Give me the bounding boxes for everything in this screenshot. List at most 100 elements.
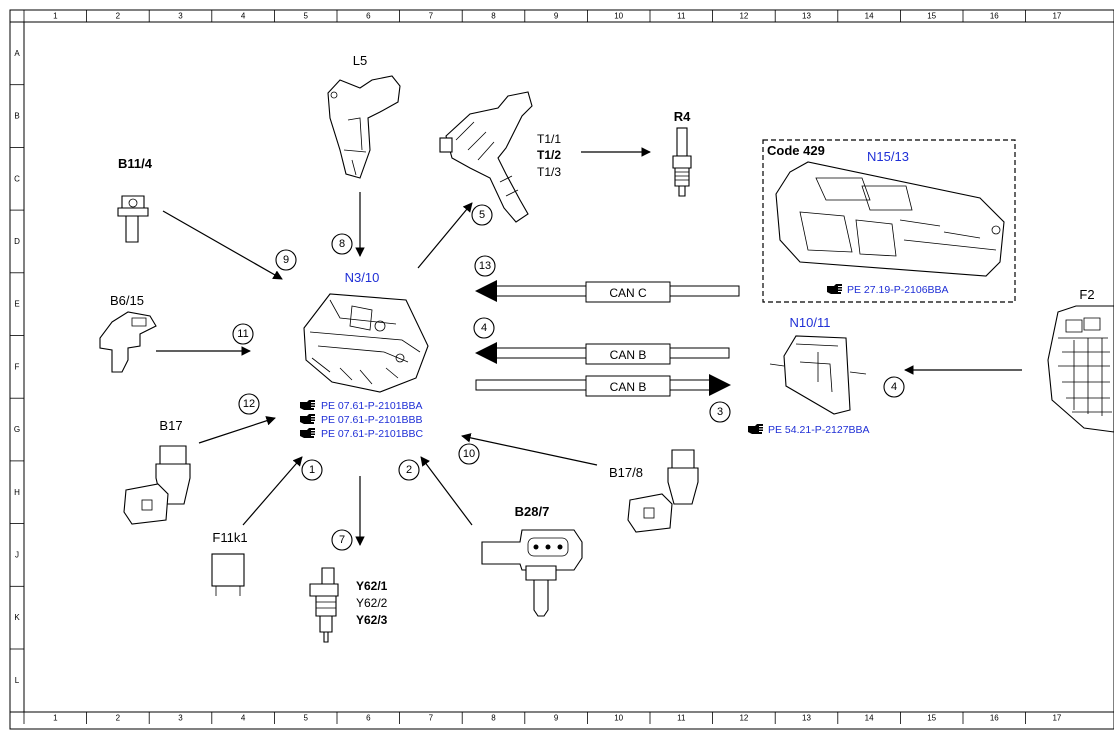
n3-ref-3-text[interactable]: PE 07.61-P-2101BBC: [321, 428, 424, 440]
n10-ref-text[interactable]: PE 54.21-P-2127BBA: [768, 424, 870, 436]
n3-reference-2[interactable]: PE 07.61-P-2101BBB: [300, 414, 423, 426]
charge-air-sensor-drawing: [627, 449, 699, 533]
ruler-column-label: 1: [53, 12, 58, 21]
svg-text:11: 11: [237, 328, 248, 340]
arrow-b114-to-n3: [162, 210, 283, 280]
ruler-row-label: C: [14, 174, 20, 183]
ruler-column-label: 16: [990, 714, 999, 723]
code-429-label: Code 429: [767, 143, 825, 158]
l5-label: L5: [353, 53, 367, 68]
n3-reference-1[interactable]: PE 07.61-P-2101BBA: [300, 400, 423, 412]
control-unit-drawing: [303, 293, 429, 393]
ruler-column-label: 14: [865, 714, 874, 723]
n10-reference[interactable]: PE 54.21-P-2127BBA: [748, 424, 870, 436]
svg-text:8: 8: [339, 238, 345, 250]
can-b-out-label: CAN B: [610, 380, 647, 394]
arrow-b178-to-n3: [461, 433, 598, 466]
ruler-row-label: K: [14, 613, 20, 622]
ruler-column-label: 14: [865, 12, 874, 21]
pointing-hand-icon: [300, 414, 315, 424]
callouts: 1 2 3 4 4 5 7 8 9 10 11 12 13: [232, 204, 905, 551]
y62-2-label: Y62/2: [356, 596, 388, 610]
callout-4-f2: 4: [883, 376, 905, 398]
n15-ref-text[interactable]: PE 27.19-P-2106BBA: [847, 284, 949, 296]
b28-7-label: B28/7: [515, 504, 550, 519]
transmission-unit-drawing: [775, 161, 1005, 277]
callout-11: 11: [232, 323, 254, 345]
ruler-column-label: 8: [491, 714, 496, 723]
callout-13: 13: [474, 255, 496, 277]
ruler-column-label: 6: [366, 12, 371, 21]
ruler-column-label: 1: [53, 714, 58, 723]
n3-ref-1-text[interactable]: PE 07.61-P-2101BBA: [321, 400, 423, 412]
n3-ref-2-text[interactable]: PE 07.61-P-2101BBB: [321, 414, 423, 426]
svg-text:10: 10: [463, 448, 475, 460]
ruler-column-label: 7: [429, 714, 434, 723]
n3-reference-3[interactable]: PE 07.61-P-2101BBC: [300, 428, 424, 440]
t1-2-label: T1/2: [537, 148, 561, 162]
b17-label: B17: [159, 418, 182, 433]
ruler-column-label: 15: [927, 714, 936, 723]
n15-reference[interactable]: PE 27.19-P-2106BBA: [827, 284, 949, 296]
relay-drawing: [211, 553, 245, 596]
ruler-column-label: 12: [739, 714, 748, 723]
ruler-column-label: 12: [739, 12, 748, 21]
pressure-sensor-drawing: [481, 529, 583, 617]
can-c-label: CAN C: [609, 286, 647, 300]
frame: [9, 9, 1114, 730]
code-429-box: [762, 139, 1016, 303]
ruler-column-label: 9: [554, 714, 559, 723]
arrow-b17-to-n3: [198, 416, 276, 444]
f11k1-label: F11k1: [212, 530, 247, 545]
ruler-column-label: 2: [116, 714, 121, 723]
ruler-row-label: H: [14, 488, 20, 497]
ruler-row-label: F: [15, 362, 20, 371]
pointing-hand-icon: [748, 424, 763, 434]
svg-text:4: 4: [481, 322, 487, 334]
ruler-row-label: E: [14, 300, 19, 309]
ruler-column-label: 15: [927, 12, 936, 21]
callout-1: 1: [301, 459, 323, 481]
connections: [156, 147, 1022, 546]
ignition-coil-drawing: [439, 91, 533, 223]
ruler-column-label: 8: [491, 12, 496, 21]
injector-drawing: [309, 567, 339, 643]
ruler-column-label: 5: [303, 714, 308, 723]
ruler-column-label: 3: [178, 12, 183, 21]
n15-13-label: N15/13: [867, 149, 909, 164]
ruler-column-label: 6: [366, 714, 371, 723]
arrow-f11k1-to-n3: [242, 456, 303, 526]
t1-1-label: T1/1: [537, 132, 561, 146]
pointing-hand-icon: [300, 400, 315, 410]
ruler-column-label: 3: [178, 714, 183, 723]
arrow-n3-to-coil: [417, 202, 473, 269]
arrow-b287-to-n3: [420, 456, 473, 526]
ruler-row-label: G: [14, 425, 20, 434]
pointing-hand-icon: [827, 284, 842, 294]
ruler-column-label: 11: [677, 12, 686, 21]
map-sensor-drawing: [99, 311, 157, 373]
ruler-column-label: 10: [614, 714, 623, 723]
ruler-row-label: A: [14, 49, 20, 58]
ruler-row-label: B: [14, 112, 19, 121]
callout-3: 3: [709, 401, 731, 423]
fuse-box-drawing: [1047, 305, 1114, 433]
spark-plug-drawing: [672, 127, 692, 197]
t1-3-label: T1/3: [537, 165, 561, 179]
n10-11-label: N10/11: [790, 315, 831, 330]
callout-4-can: 4: [473, 317, 495, 339]
callout-7: 7: [331, 529, 353, 551]
callout-12: 12: [238, 393, 260, 415]
ruler-column-label: 10: [614, 12, 623, 21]
b11-4-label: B11/4: [118, 156, 153, 171]
ruler-column-label: 11: [677, 714, 686, 723]
svg-text:2: 2: [406, 464, 412, 476]
callout-10: 10: [458, 443, 480, 465]
svg-text:3: 3: [717, 406, 723, 418]
ruler-column-label: 4: [241, 714, 246, 723]
intake-air-sensor-drawing: [123, 445, 191, 525]
